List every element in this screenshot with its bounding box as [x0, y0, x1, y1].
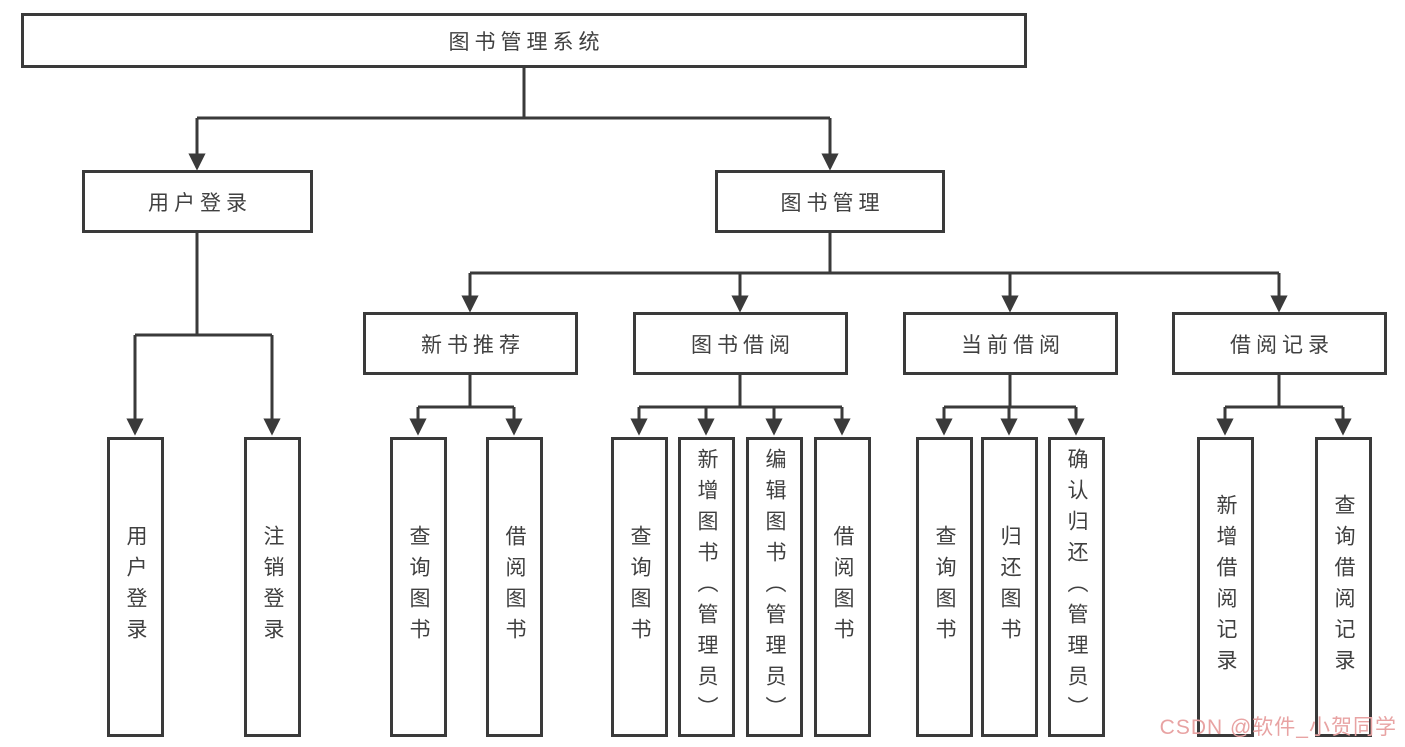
node-label: 借阅图书	[831, 525, 854, 649]
leaf-return-books: 归还图书	[981, 437, 1038, 737]
node-label: 用户登录	[124, 525, 147, 649]
connector-user-login-children	[126, 233, 281, 436]
node-label: 查询借阅记录	[1332, 494, 1355, 680]
node-book-management: 图书管理	[715, 170, 945, 233]
leaf-edit-books-admin: 编辑图书（管理员）	[746, 437, 803, 737]
node-new-book-recommendation: 新书推荐	[363, 312, 578, 375]
node-label: 新增借阅记录	[1214, 494, 1237, 680]
node-library-management-system: 图书管理系统	[21, 13, 1027, 68]
leaf-query-books-2: 查询图书	[611, 437, 668, 737]
node-current-borrowing: 当前借阅	[903, 312, 1118, 375]
leaf-logout: 注销登录	[244, 437, 301, 737]
node-book-borrowing: 图书借阅	[633, 312, 848, 375]
connector-book-borrow-children	[630, 375, 851, 436]
node-user-login: 用户登录	[82, 170, 313, 233]
node-label: 查询图书	[933, 525, 956, 649]
node-label: 查询图书	[407, 525, 430, 649]
connector-book-management-children	[461, 233, 1288, 313]
leaf-borrow-books-2: 借阅图书	[814, 437, 871, 737]
node-label: 查询图书	[628, 525, 651, 649]
connector-root-to-level2	[188, 66, 839, 171]
node-label: 归还图书	[998, 525, 1021, 649]
leaf-query-books-3: 查询图书	[916, 437, 973, 737]
leaf-query-borrow-record: 查询借阅记录	[1315, 437, 1372, 737]
node-label: 确认归还（管理员）	[1065, 447, 1088, 727]
node-label: 图书借阅	[691, 333, 795, 357]
csdn-watermark: CSDN @软件_小贺同学	[1159, 716, 1397, 739]
connector-new-book-children	[409, 375, 523, 436]
leaf-add-borrow-record: 新增借阅记录	[1197, 437, 1254, 737]
leaf-add-books-admin: 新增图书（管理员）	[678, 437, 735, 737]
connector-borrow-record-children	[1216, 375, 1352, 436]
node-label: 图书管理	[780, 191, 885, 215]
leaf-confirm-return-admin: 确认归还（管理员）	[1048, 437, 1105, 737]
node-label: 用户登录	[148, 191, 252, 215]
node-label: 图书管理系统	[448, 30, 605, 54]
node-label: 编辑图书（管理员）	[763, 447, 786, 727]
node-borrowing-records: 借阅记录	[1172, 312, 1387, 375]
node-label: 借阅图书	[503, 525, 526, 649]
node-label: 借阅记录	[1230, 333, 1334, 357]
leaf-user-login: 用户登录	[107, 437, 164, 737]
leaf-query-books: 查询图书	[390, 437, 447, 737]
node-label: 注销登录	[261, 525, 284, 649]
node-label: 新书推荐	[421, 333, 525, 357]
node-label: 新增图书（管理员）	[695, 447, 718, 727]
leaf-borrow-books: 借阅图书	[486, 437, 543, 737]
node-label: 当前借阅	[961, 333, 1065, 357]
connector-current-borrow-children	[935, 375, 1085, 436]
